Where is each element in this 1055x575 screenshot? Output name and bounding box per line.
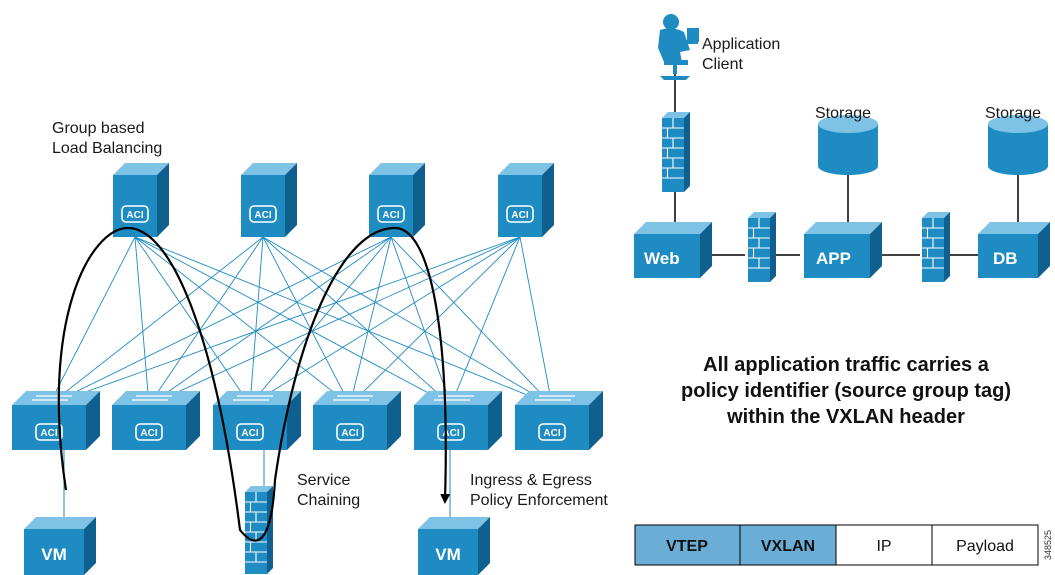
spine-aci-badge: ACI: [506, 205, 534, 223]
svg-text:ACI: ACI: [126, 210, 143, 221]
db-tier-box: DB: [978, 222, 1050, 278]
leaf-aci-badge: ACI: [538, 423, 566, 441]
leaf-switch-2: ACI: [112, 391, 200, 450]
app-tier-label: APP: [816, 249, 851, 268]
storage-label-app: Storage: [815, 105, 871, 122]
svg-text:ACI: ACI: [341, 428, 358, 439]
svg-text:ACI: ACI: [254, 210, 271, 221]
fabric-endpoints: VM VM: [24, 450, 490, 575]
svg-text:ACI: ACI: [40, 428, 57, 439]
web-app-firewall: [748, 212, 776, 282]
svg-text:ACI: ACI: [511, 210, 528, 221]
leaf-switch-3: ACI: [213, 391, 301, 450]
vm-left-box-label: VM: [41, 545, 67, 564]
spine-switch-3: ACI: [369, 163, 425, 237]
svg-text:ACI: ACI: [382, 210, 399, 221]
app-tier-box: APP: [804, 222, 882, 278]
load-balancing-traffic-loop: [57, 226, 451, 542]
db-tier-label: DB: [993, 249, 1018, 268]
header-cell-vtep: VTEP: [666, 538, 708, 555]
spine-switches: ACI ACI ACI ACI: [113, 163, 554, 237]
vm-right-box-label: VM: [435, 545, 461, 564]
leaf-aci-badge: ACI: [336, 423, 364, 441]
web-tier-box: Web: [634, 222, 712, 278]
application-topology: Application Client Storage Storage Web A…: [634, 14, 1050, 282]
leaf-switches: ACI ACI ACI ACI ACI ACI: [12, 391, 603, 450]
header-cell-vxlan: VXLAN: [761, 538, 815, 555]
leaf-switch-1: ACI: [12, 391, 100, 450]
spine-switch-4: ACI: [498, 163, 554, 237]
leaf-aci-badge: ACI: [135, 423, 163, 441]
vm-left-box: VM: [24, 517, 96, 575]
policy-enforcement-label: Ingress & Egress Policy Enforcement: [470, 472, 608, 509]
caption-line-1: All application traffic carries a: [703, 354, 989, 376]
load-balancing-label: Group based Load Balancing: [52, 120, 162, 157]
web-tier-label: Web: [644, 249, 680, 268]
storage-label-db: Storage: [985, 105, 1041, 122]
storage-db-icon: [988, 115, 1048, 175]
fabric-links: [48, 236, 553, 406]
storage-app-icon: [818, 115, 878, 175]
spine-switch-2: ACI: [241, 163, 297, 237]
spine-aci-badge: ACI: [249, 205, 277, 223]
leaf-switch-5: ACI: [414, 391, 502, 450]
spine-switch-1: ACI: [113, 163, 169, 237]
app-db-firewall: [922, 212, 950, 282]
application-client-label: Application Client: [702, 36, 785, 73]
spine-aci-badge: ACI: [121, 205, 149, 223]
policy-caption: All application traffic carries a policy…: [640, 352, 1052, 430]
leaf-aci-badge: ACI: [236, 423, 264, 441]
vxlan-header-diagram: VTEP VXLAN IP Payload: [634, 524, 1039, 566]
leaf-switch-6: ACI: [515, 391, 603, 450]
svg-text:ACI: ACI: [140, 428, 157, 439]
leaf-aci-badge: ACI: [35, 423, 63, 441]
svg-text:ACI: ACI: [543, 428, 560, 439]
vm-right-box: VM: [418, 517, 490, 575]
header-cell-payload: Payload: [956, 538, 1014, 555]
service-chaining-label: Service Chaining: [297, 472, 360, 509]
leaf-aci-badge: ACI: [437, 423, 465, 441]
caption-line-2: policy identifier (source group tag): [680, 380, 1012, 402]
svg-text:ACI: ACI: [442, 428, 459, 439]
service-chain-firewall: [245, 486, 273, 574]
figure-id: 348525: [1043, 530, 1053, 560]
spine-aci-badge: ACI: [377, 205, 405, 223]
svg-text:ACI: ACI: [241, 428, 258, 439]
client-firewall: [662, 112, 690, 192]
caption-line-3: within the VXLAN header: [727, 406, 965, 428]
leaf-switch-4: ACI: [313, 391, 401, 450]
application-client-icon: [658, 14, 699, 80]
header-cell-ip: IP: [876, 538, 891, 555]
